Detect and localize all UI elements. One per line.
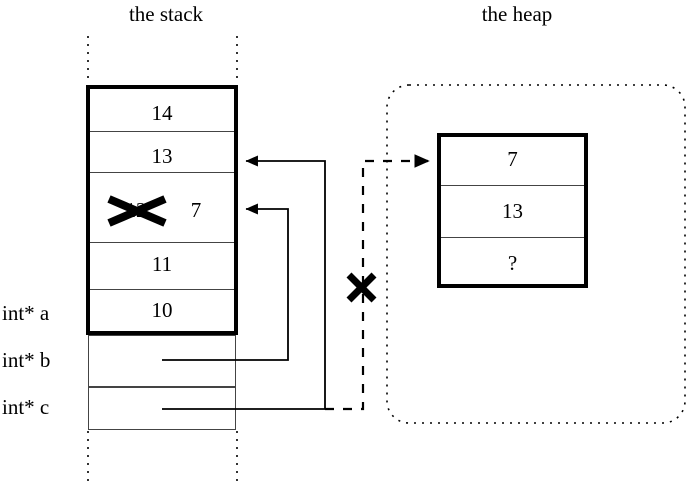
heap-cell-value-0: 7 [507, 147, 518, 171]
heap-cell-value-1: 13 [502, 199, 523, 223]
stack-slot-c [88, 387, 236, 430]
stack-slot-b [88, 335, 236, 387]
variable-label-b: int* b [2, 348, 51, 372]
stack-title: the stack [128, 2, 204, 26]
stack-cell-value-4: 10 [151, 298, 173, 322]
stack-cell-value-2-new: 7 [190, 198, 202, 222]
stack-cell-value-0: 14 [151, 101, 173, 125]
stack-cell-separator [90, 289, 234, 290]
heap-title: the heap [481, 2, 553, 26]
heap-cell-separator [441, 185, 584, 186]
stale-pointer-line-to-heap [325, 154, 430, 411]
stack-cell-separator [90, 131, 234, 132]
stack-cell-value-1: 13 [151, 144, 173, 168]
broken-link-x-icon [346, 272, 377, 303]
heap-cell-value-2: ? [507, 251, 518, 275]
variable-label-a: int* a [2, 301, 50, 325]
heap-cell-separator [441, 237, 584, 238]
stack-cell-separator [90, 242, 234, 243]
stack-cell-value-3: 11 [151, 252, 173, 276]
variable-label-c: int* c [2, 395, 50, 419]
stack-cell-value-2-old: 12 [125, 198, 147, 222]
stack-cell-separator [90, 172, 234, 173]
